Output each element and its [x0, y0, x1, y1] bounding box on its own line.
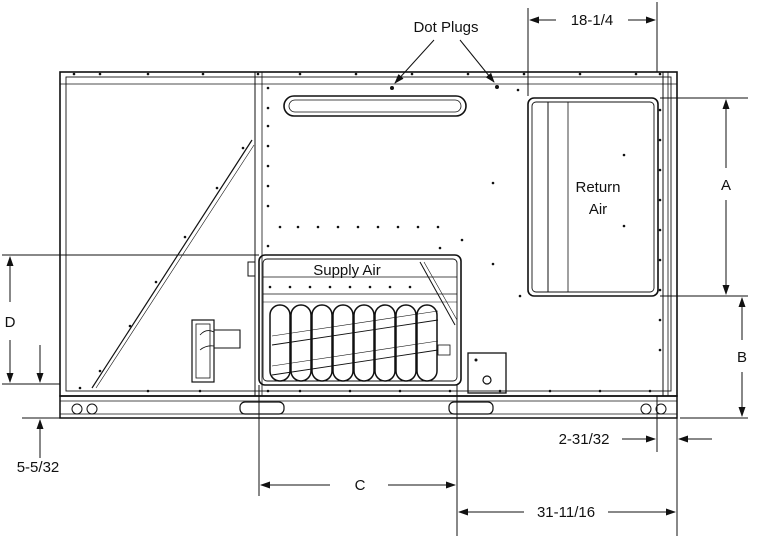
dim-c: C: [258, 385, 458, 536]
dim-d: D: [2, 254, 259, 385]
dim-label-5-5-32: 5-5/32: [17, 459, 60, 476]
dim-31-11-16: 31-11/16: [458, 504, 676, 521]
dim-18-1-4: 18-1/4: [527, 2, 658, 96]
supply-air-opening: Supply Air: [258, 254, 462, 386]
return-air-label-2: Air: [589, 201, 607, 218]
dim-label-d: D: [5, 314, 16, 331]
electrical-box: [467, 352, 507, 394]
dim-label-c: C: [355, 477, 366, 494]
return-air-label-1: Return: [575, 179, 620, 196]
dim-label-2-31-32: 2-31/32: [559, 431, 610, 448]
return-air-opening: Return Air: [527, 97, 659, 297]
dot-plugs-callout: Dot Plugs: [394, 19, 495, 84]
unit-cabinet: [59, 71, 678, 397]
supply-air-label: Supply Air: [313, 262, 381, 279]
dim-a: A: [660, 97, 748, 297]
dim-2-31-32: 2-31/32: [559, 396, 712, 536]
dim-label-b: B: [737, 349, 747, 366]
rivet-dots: [72, 72, 662, 393]
dim-label-18-1-4: 18-1/4: [571, 12, 614, 29]
base-rail: [59, 395, 678, 419]
left-access-panel: [91, 139, 256, 389]
dim-5-5-32: 5-5/32: [17, 417, 60, 476]
heat-exchanger-tubes: [269, 304, 439, 382]
dim-label-a: A: [721, 177, 731, 194]
dot-plugs-label: Dot Plugs: [413, 19, 478, 36]
dim-label-31-11-16: 31-11/16: [537, 504, 595, 521]
dim-b: B: [680, 297, 748, 419]
top-handle-slot: [283, 95, 467, 117]
